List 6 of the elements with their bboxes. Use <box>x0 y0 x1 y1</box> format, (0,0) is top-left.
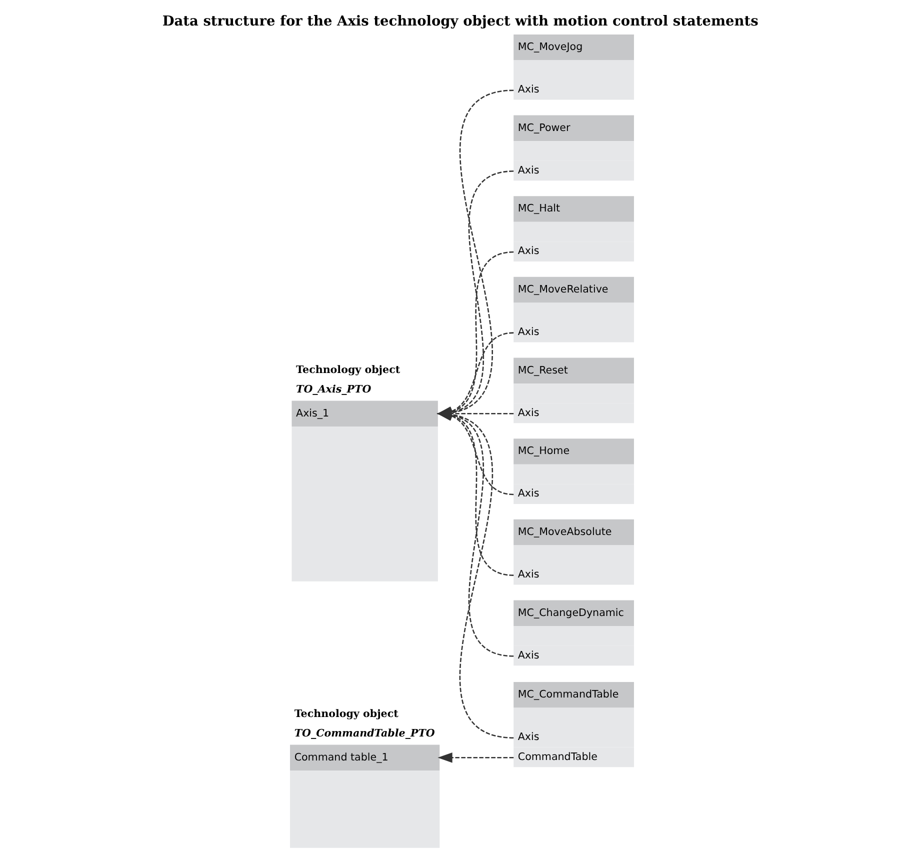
diagram-title: Data structure for the Axis technology object with motion control statements <box>162 14 758 30</box>
node-label: TO_Axis_PTO <box>296 384 372 396</box>
node-label: Technology object <box>296 364 400 376</box>
arrow <box>438 752 514 763</box>
node-label: TO_CommandTable_PTO <box>294 728 435 740</box>
node-label: Technology object <box>294 708 398 720</box>
